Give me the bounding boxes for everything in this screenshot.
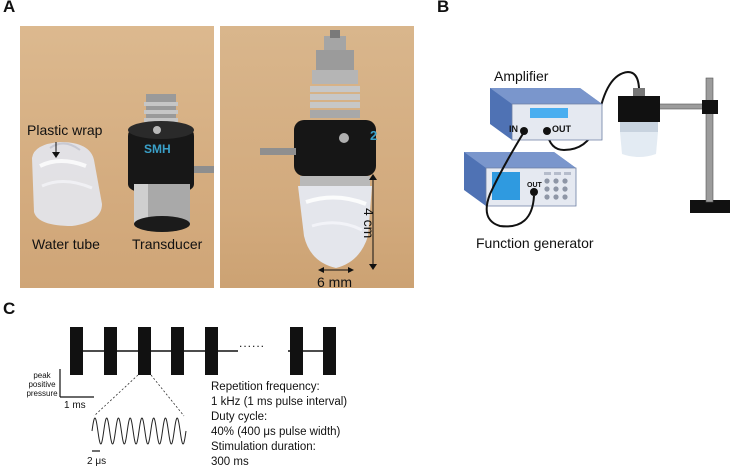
pressure-line-1: peak (33, 371, 51, 380)
photo-assembled-transducer: 2 4 cm 6 mm (220, 26, 414, 288)
setup-schematic (464, 70, 730, 228)
photo-water-tube-transducer: Plastic wrap Water tube Transducer SMH (20, 26, 214, 288)
label-6mm: 6 mm (317, 274, 352, 288)
pulse-1 (70, 327, 83, 375)
amp-in-label: IN (509, 124, 518, 134)
pressure-line-3: pressure (26, 389, 58, 398)
param-line-6: 300 ms (211, 456, 249, 468)
pulse-5 (205, 327, 218, 375)
param-line-2: 1 kHz (1 ms pulse interval) (211, 396, 348, 408)
amp-out-label: OUT (552, 124, 571, 134)
stimulation-parameters: Repetition frequency: 1 kHz (1 ms pulse … (211, 380, 347, 470)
housing-text-left: SMH (144, 142, 171, 156)
label-peak-pressure: peak positive pressure (22, 371, 62, 398)
label-function-generator: Function generator (476, 235, 594, 251)
pulse-3 (138, 327, 151, 375)
pulse-6 (290, 327, 303, 375)
label-amplifier: Amplifier (494, 68, 549, 84)
label-transducer: Transducer (132, 236, 203, 252)
label-water-tube: Water tube (32, 236, 100, 252)
label-micro-scale: 2 μs (87, 456, 107, 467)
param-line-4: 40% (400 μs pulse width) (211, 426, 341, 438)
photo-illustration-right (260, 30, 377, 273)
label-time-scale: 1 ms (64, 400, 86, 411)
param-line-5: Stimulation duration: (211, 441, 316, 453)
pressure-line-2: positive (28, 380, 56, 389)
label-plastic-wrap: Plastic wrap (27, 122, 103, 138)
param-line-3: Duty cycle: (211, 411, 268, 423)
photo-illustration-left (32, 94, 214, 232)
label-4cm: 4 cm (361, 208, 377, 239)
fg-out-label: OUT (527, 182, 542, 189)
housing-text-right: 2 (370, 128, 378, 143)
param-line-1: Repetition frequency: (211, 381, 320, 393)
pulse-7 (323, 327, 336, 375)
pulse-2 (104, 327, 117, 375)
pulse-4 (171, 327, 184, 375)
pulse-ellipsis: ...... (239, 336, 266, 350)
panel-label-b: B (437, 0, 450, 16)
panel-label-a: A (3, 0, 16, 16)
panel-label-c: C (3, 299, 16, 318)
pulse-diagram (59, 327, 336, 452)
